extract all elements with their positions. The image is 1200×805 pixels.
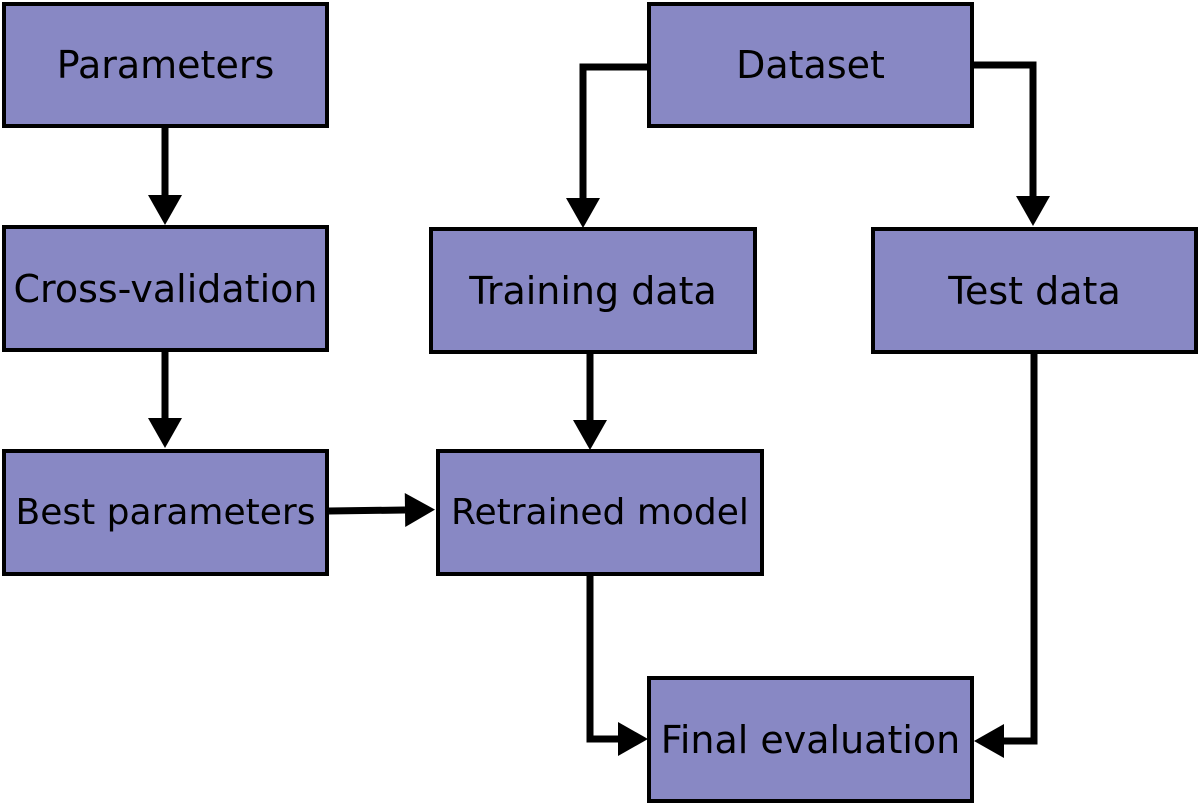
- arrow-dataset-to-training-data: [566, 63, 647, 228]
- arrow-best-parameters-to-retrained-model: [328, 493, 435, 527]
- arrow-training-data-to-retrained-model: [573, 354, 607, 450]
- node-label: Retrained model: [451, 492, 749, 533]
- arrowhead: [148, 195, 182, 225]
- arrowhead: [566, 198, 600, 228]
- node-label: Test data: [948, 268, 1121, 313]
- node-dataset: Dataset: [647, 2, 974, 128]
- node-label: Dataset: [736, 43, 885, 87]
- node-label: Final evaluation: [660, 717, 961, 762]
- arrow-cross-validation-to-best-parameters: [148, 352, 182, 448]
- arrowhead: [1016, 196, 1050, 226]
- arrowhead: [618, 722, 648, 756]
- node-label: Training data: [469, 268, 717, 313]
- node-best-parameters: Best parameters: [2, 449, 329, 576]
- node-training-data: Training data: [429, 227, 757, 354]
- arrow-test-data-to-final-evaluation: [974, 354, 1038, 758]
- node-cross-validation: Cross-validation: [2, 225, 329, 352]
- node-label: Parameters: [56, 43, 275, 87]
- node-final-evaluation: Final evaluation: [647, 676, 974, 803]
- node-test-data: Test data: [871, 227, 1198, 354]
- arrow-retrained-model-to-final-evaluation: [586, 576, 648, 756]
- arrowhead: [573, 420, 607, 450]
- node-label: Best parameters: [15, 492, 316, 533]
- arrow-parameters-to-cross-validation: [148, 128, 182, 225]
- arrow-dataset-to-test-data: [974, 61, 1050, 226]
- node-parameters: Parameters: [2, 2, 329, 128]
- node-label: Cross-validation: [13, 266, 318, 311]
- arrowhead: [148, 418, 182, 448]
- arrowhead: [974, 724, 1004, 758]
- arrowhead: [404, 493, 435, 527]
- node-retrained-model: Retrained model: [436, 449, 764, 576]
